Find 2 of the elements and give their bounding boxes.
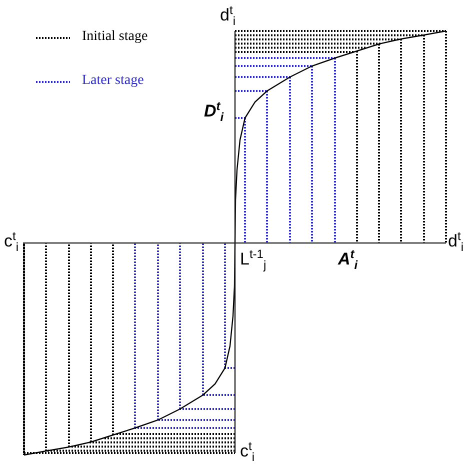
legend-text: Later stage (82, 73, 144, 89)
legend-text: Initial stage (82, 29, 148, 45)
